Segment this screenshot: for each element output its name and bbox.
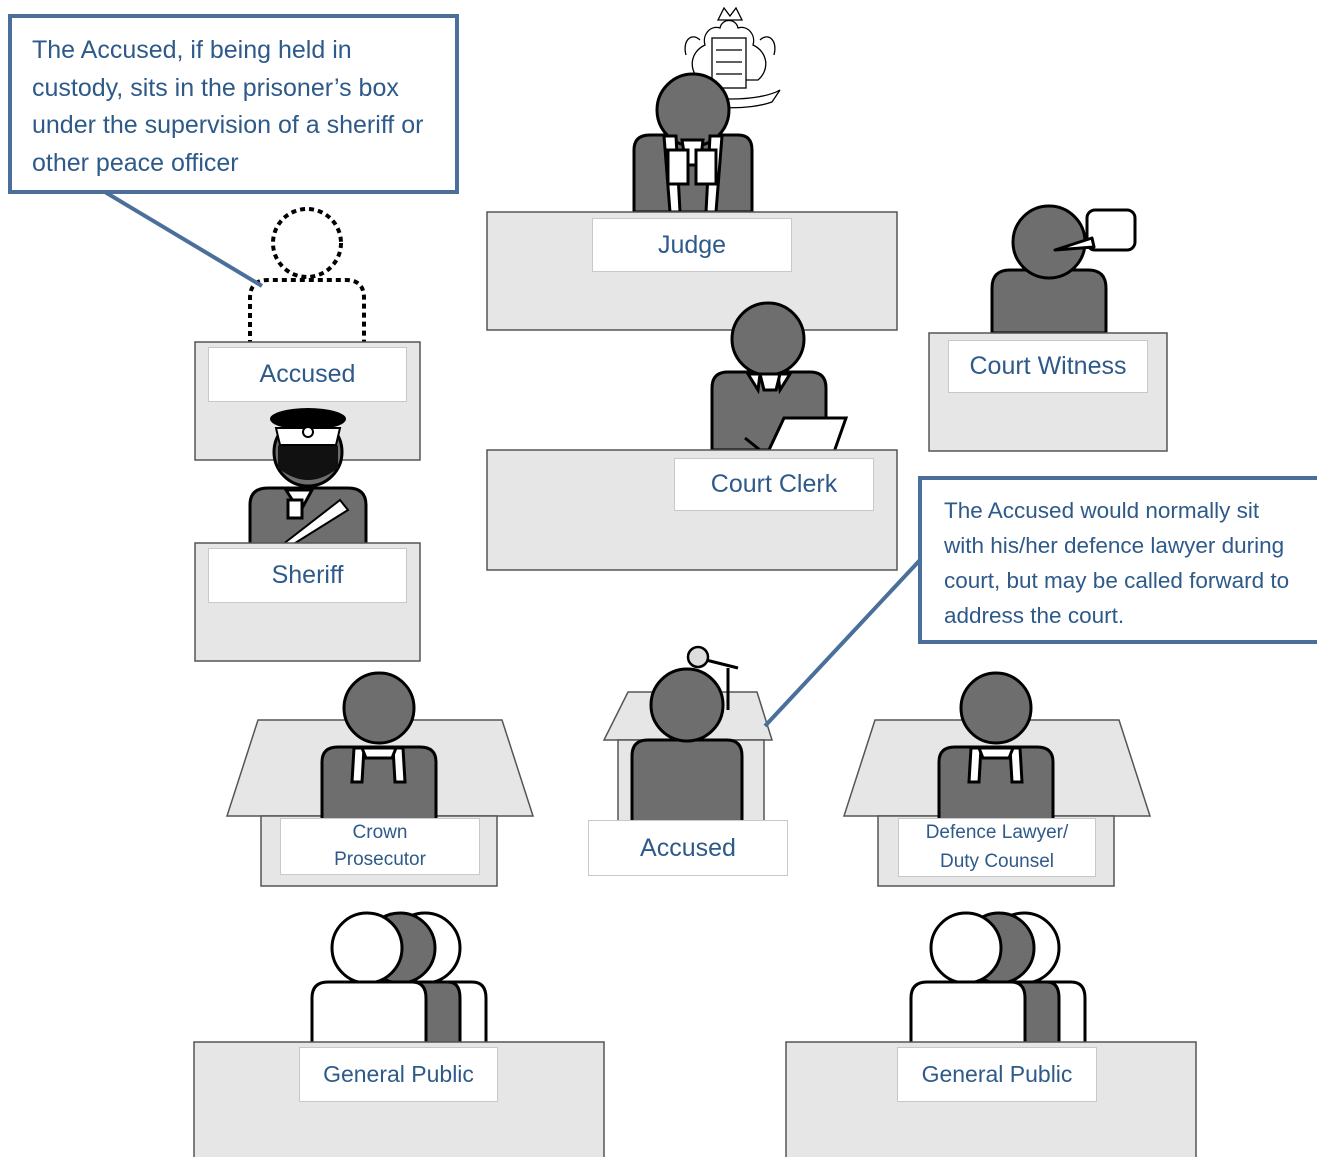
judge-label-text: Judge — [657, 230, 727, 259]
defence-lawyer-label: Defence Lawyer/ Duty Counsel — [898, 818, 1096, 877]
defence-label-line2: Duty Counsel — [939, 851, 1055, 872]
sheriff-cap-icon — [270, 408, 346, 446]
accused-box-label-text: Accused — [259, 360, 356, 389]
judge-label: Judge — [592, 218, 792, 272]
accused-podium-figure — [630, 667, 744, 824]
crown-prosecutor-label: Crown Prosecutor — [280, 818, 480, 875]
crown-label-line1: Crown — [352, 822, 408, 844]
court-clerk-label: Court Clerk — [674, 458, 874, 511]
custody-callout-pointer — [103, 190, 264, 288]
accused-box-label: Accused — [208, 347, 407, 402]
sheriff-label-text: Sheriff — [271, 561, 344, 590]
public-left-label: General Public — [299, 1047, 498, 1102]
sheriff-figure — [248, 416, 368, 547]
witness-figure — [990, 204, 1108, 335]
accused-dotted-figure — [248, 207, 366, 345]
address-callout: The Accused would normally sit with his/… — [918, 476, 1317, 644]
speech-bubble-icon — [1053, 208, 1137, 252]
court-witness-label-text: Court Witness — [969, 352, 1127, 381]
court-clerk-label-text: Court Clerk — [710, 470, 838, 499]
public-left-figures — [310, 911, 488, 1047]
defence-label-line1: Defence Lawyer/ — [925, 822, 1069, 844]
crown-figure — [320, 671, 438, 822]
coat-of-arms-icon — [684, 6, 781, 109]
address-callout-text: The Accused would normally sit with his/… — [944, 498, 1290, 628]
accused-podium-label: Accused — [588, 820, 788, 876]
court-witness-label: Court Witness — [948, 340, 1148, 393]
public-left-label-text: General Public — [323, 1061, 474, 1088]
microphone-icon — [686, 645, 739, 710]
accused-podium-label-text: Accused — [640, 833, 736, 862]
judge-figure — [632, 72, 754, 214]
custody-callout: The Accused, if being held in custody, s… — [8, 14, 459, 194]
public-right-label-text: General Public — [921, 1061, 1073, 1088]
clerk-figure — [710, 301, 828, 452]
public-right-figures — [909, 911, 1087, 1047]
address-callout-pointer — [763, 558, 922, 728]
sheriff-label: Sheriff — [208, 548, 407, 603]
crown-label-line2: Prosecutor — [334, 849, 426, 870]
custody-callout-text: The Accused, if being held in custody, s… — [32, 36, 424, 177]
defence-figure — [937, 671, 1055, 822]
public-right-label: General Public — [897, 1047, 1097, 1102]
